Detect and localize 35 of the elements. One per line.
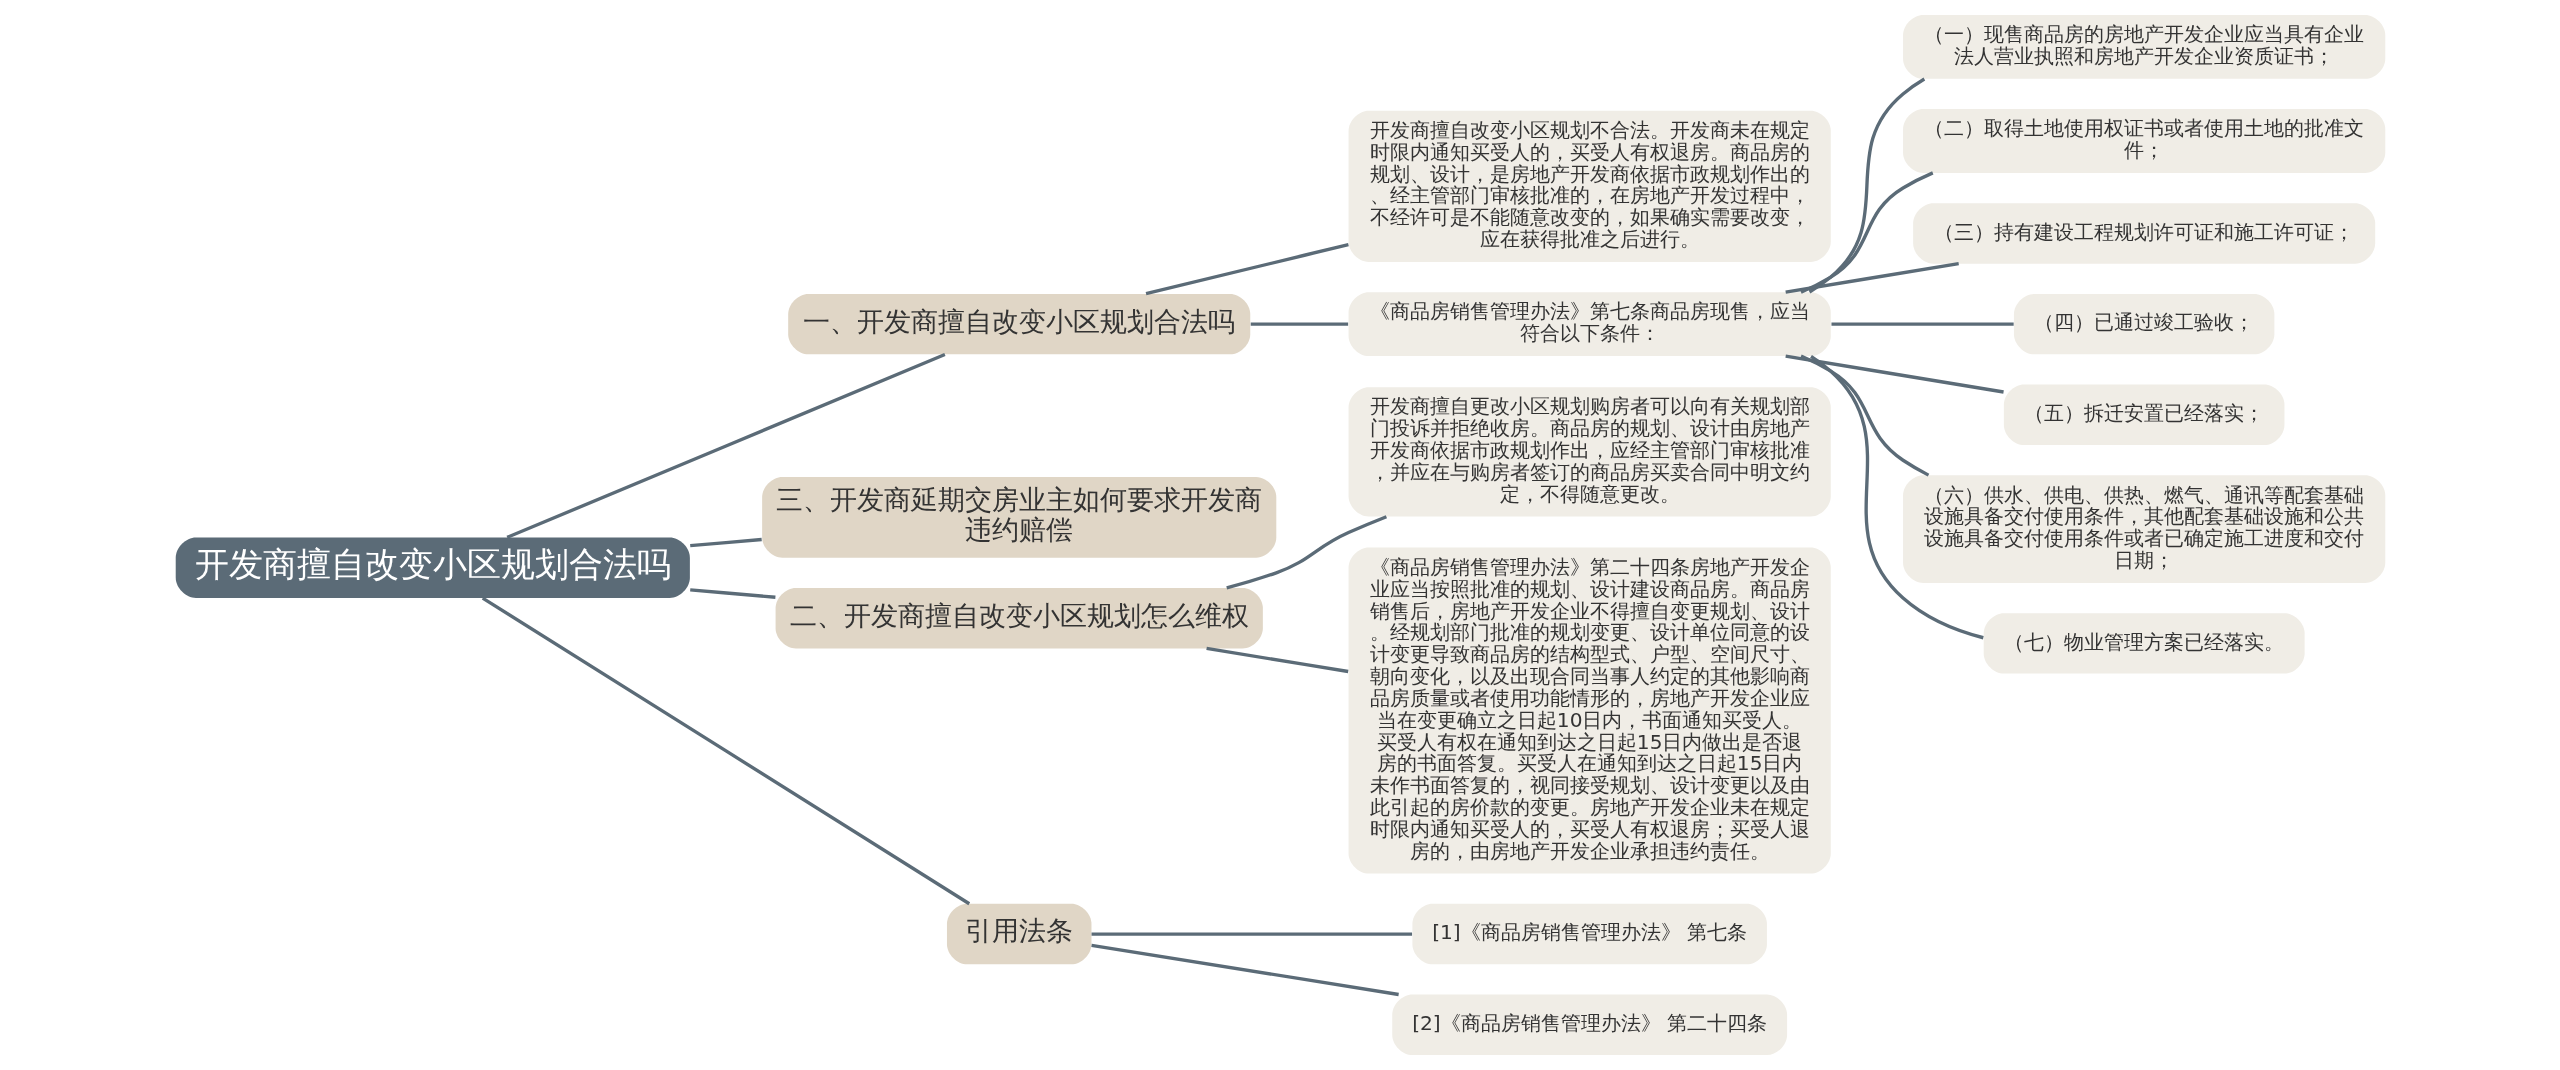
- connector: [1784, 354, 2004, 394]
- connector: [1145, 242, 1349, 296]
- node-box: 《商品房销售管理办法》第七条商品房现售，应当符合以下条件：: [1348, 292, 1831, 357]
- node-box: （七）物业管理方案已经落实。: [1983, 613, 2305, 674]
- connector: [506, 352, 946, 539]
- node-box: 引用法条: [946, 903, 1091, 965]
- node-box: 开发商擅自改变小区规划不合法。开发商未在规定时限内通知买受人的，买受人有权退房。商品房的规划、设计，是房地产开发商依据市政规划作出的、经主管部门审核批准的，在房地产开发过程中，不经许可是不能随意改变的，如果确实需要改变，应在获得批准之后进行。: [1348, 110, 1831, 262]
- node-box: （二）取得土地使用权证书或者使用土地的批准文件；: [1902, 109, 2385, 173]
- node-box: （五）拆迁安置已经落实；: [2003, 384, 2284, 446]
- connector: [1799, 171, 1933, 294]
- node-box: [1]《商品房销售管理办法》 第七条: [1411, 903, 1767, 965]
- node-box: 《商品房销售管理办法》第二十四条房地产开发企业应当按照批准的规划、设计建设商品房。商品房销售后，房地产开发企业不得擅自变更规划、设计。经规划部门批准的规划变更、设计单位同意的设计变更导致商品房的结构型式、户型、空间尺寸、朝向变化，以及出现合同当事人约定的其他影响商品房质量或者使用功能情形的，房地产开发企业应当在变更确立之日起10日内，书面通知买受人。买受人有权在通知到达之日起15日内做出是否退房的书面答复。买受人在通知到达之日起15日内未作书面答复的，视同接受规划、设计变更以及由此引起的房价款的变更。房地产开发企业未在规定时限内通知买受人的，买受人有权退房；买受人退房的，由房地产开发企业承担违约责任。: [1348, 547, 1831, 874]
- connector: [689, 588, 776, 599]
- node-box: [2]《商品房销售管理办法》 第二十四条: [1391, 994, 1787, 1056]
- node-box: 开发商擅自更改小区规划购房者可以向有关规划部门投诉并拒绝收房。商品房的规划、设计由房地产开发商依据市政规划作出，应经主管部门审核批准，并应在与购房者签订的商品房买卖合同中明文约定，不得随意更改。: [1348, 387, 1831, 517]
- connector: [1809, 354, 1984, 640]
- node-box: （三）持有建设工程规划许可证和施工许可证；: [1912, 203, 2375, 264]
- connector: [1808, 77, 1925, 294]
- node-box: （六）供水、供电、供热、燃气、通讯等配套基础设施具备交付使用条件，其他配套基础设施和公共设施具备交付使用条件或者已确定施工进度和交付日期；: [1902, 475, 2385, 583]
- connector: [1831, 322, 2014, 326]
- node-box: 开发商擅自改变小区规划合法吗: [175, 537, 690, 598]
- connector: [481, 596, 970, 906]
- node-box: （四）已通过竣工验收；: [2013, 293, 2274, 355]
- connector: [1205, 646, 1348, 674]
- connector: [1090, 943, 1399, 997]
- connector: [1250, 322, 1348, 326]
- node-box: 一、开发商擅自改变小区规划合法吗: [787, 293, 1250, 355]
- connector: [689, 537, 762, 548]
- node-box: 三、开发商延期交房业主如何要求开发商违约赔偿: [761, 477, 1276, 558]
- connector: [1784, 262, 1959, 294]
- node-box: （一）现售商品房的房地产开发企业应当具有企业法人营业执照和房地产开发企业资质证书；: [1902, 14, 2385, 79]
- connector: [1091, 932, 1412, 936]
- node-box: 二、开发商擅自改变小区规划怎么维权: [775, 587, 1263, 649]
- connector: [1225, 515, 1387, 590]
- connector: [1799, 354, 1929, 477]
